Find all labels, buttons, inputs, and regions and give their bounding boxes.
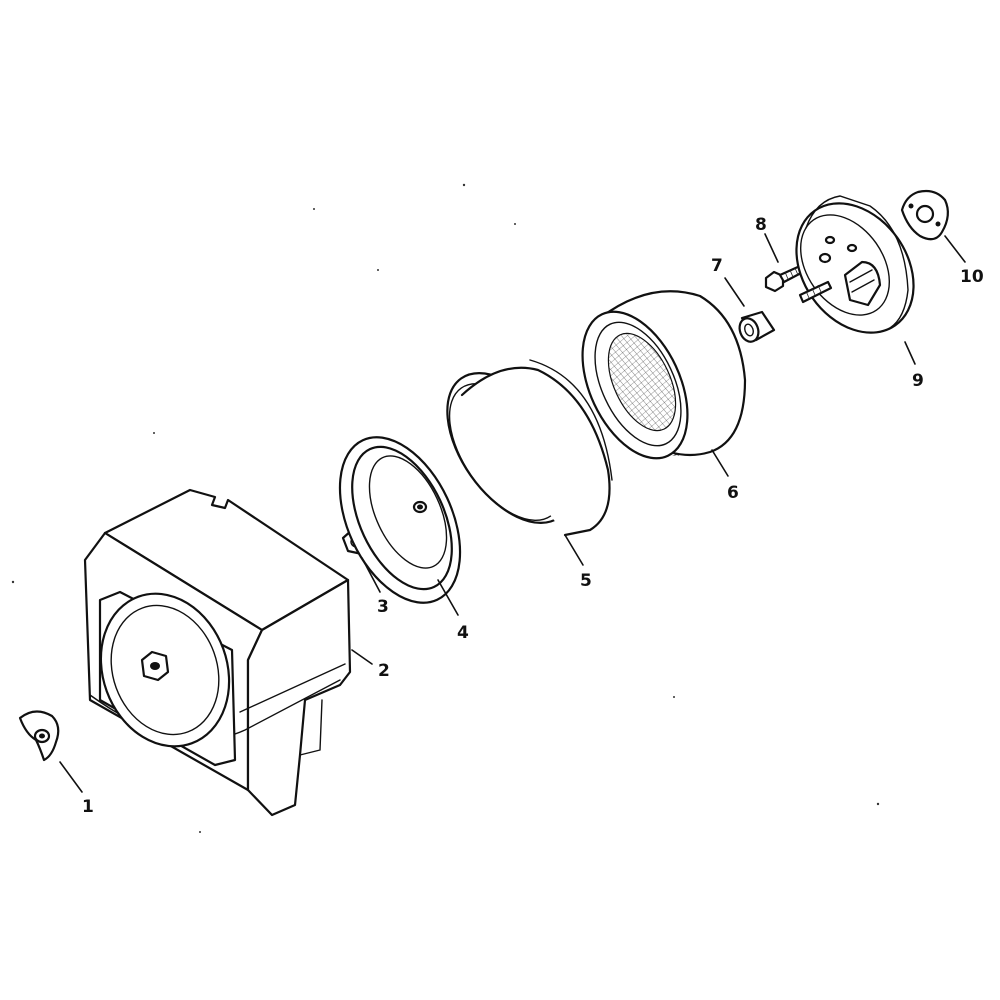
cover-plate-icon xyxy=(338,436,462,604)
leader-line-4 xyxy=(437,579,459,616)
callout-label-3: 3 xyxy=(377,597,389,617)
callout-label-7: 7 xyxy=(711,256,723,276)
callout-label-4: 4 xyxy=(457,623,469,643)
callout-label-9: 9 xyxy=(912,371,924,391)
leader-line-1 xyxy=(59,761,83,793)
leader-line-8 xyxy=(764,233,779,263)
callout-label-1: 1 xyxy=(82,797,94,817)
leader-line-5 xyxy=(564,534,584,566)
pre-cleaner-sleeve-icon xyxy=(446,359,613,537)
air-cleaner-cover-icon xyxy=(83,488,352,817)
spacer-icon xyxy=(738,310,776,343)
callout-label-6: 6 xyxy=(727,483,739,503)
scan-specks xyxy=(11,183,880,833)
leader-line-10 xyxy=(944,235,966,263)
leader-line-7 xyxy=(724,277,745,307)
gasket-icon xyxy=(900,189,949,241)
callout-labels: 1 2 3 4 5 6 7 8 9 10 xyxy=(82,215,984,817)
screw-icon xyxy=(764,264,805,293)
leader-line-9 xyxy=(904,341,916,365)
callout-label-2: 2 xyxy=(378,661,390,681)
leader-line-3 xyxy=(361,557,381,593)
wing-nut-icon xyxy=(18,710,60,762)
callout-label-5: 5 xyxy=(580,571,592,591)
base-plate-icon xyxy=(795,195,915,334)
callout-label-8: 8 xyxy=(755,215,767,235)
leader-line-2 xyxy=(351,649,373,665)
leader-lines xyxy=(59,233,966,793)
air-filter-cartridge-icon xyxy=(581,290,747,460)
callout-label-10: 10 xyxy=(960,267,984,287)
leader-line-6 xyxy=(711,449,729,477)
